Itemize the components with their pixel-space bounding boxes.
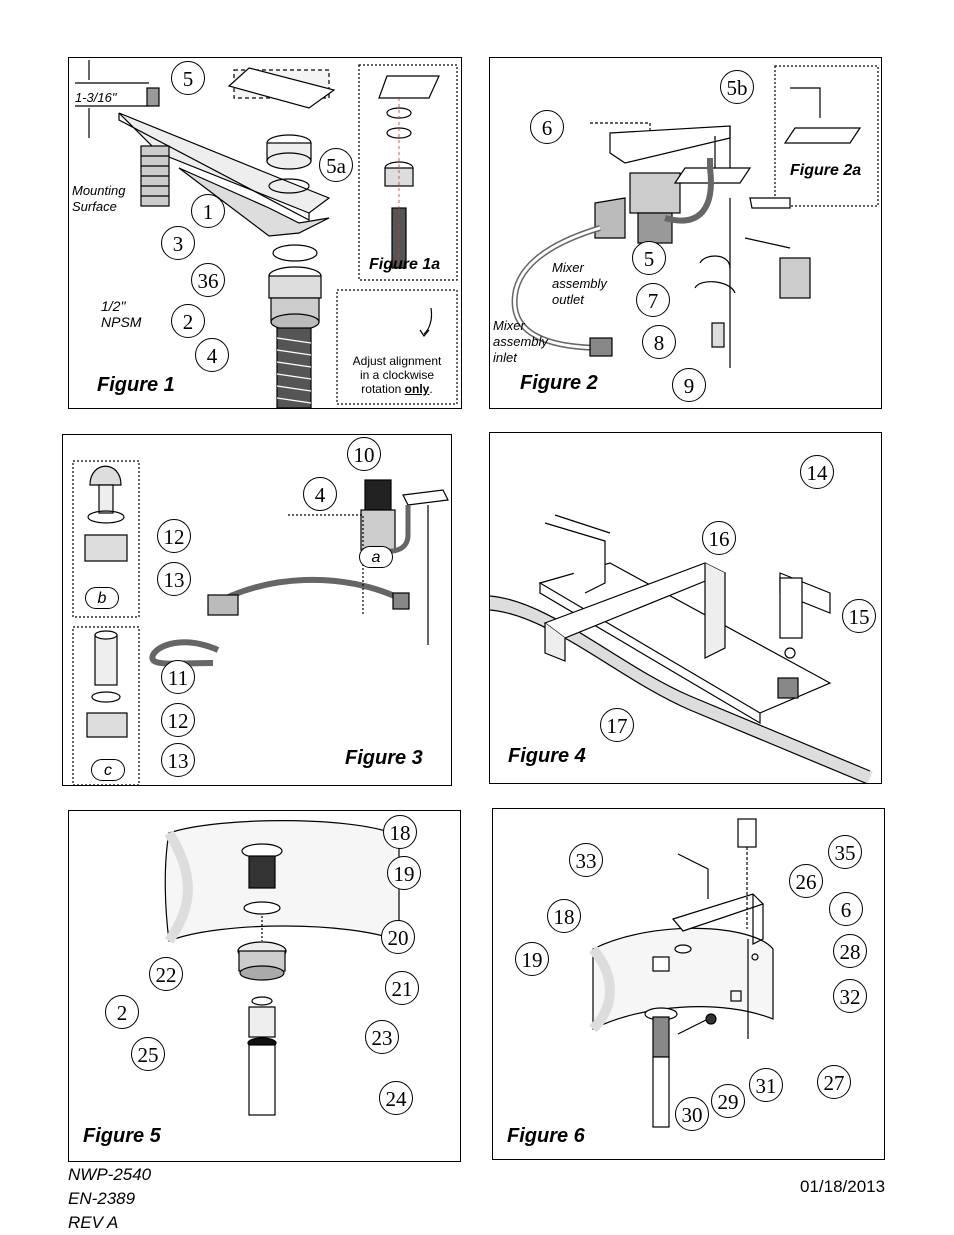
callout-13-c: 13	[161, 743, 195, 777]
callout-33: 33	[569, 843, 603, 877]
figure-3-panel: b c a Figure 3 10 4 12 13 11 12 13	[62, 434, 452, 786]
callout-2: 2	[171, 304, 205, 338]
figure-4-title: Figure 4	[508, 745, 586, 767]
callout-23: 23	[365, 1020, 399, 1054]
callout-30: 30	[675, 1097, 709, 1131]
figure-2a-label: Figure 2a	[790, 162, 862, 179]
callout-5b: 5b	[720, 70, 754, 104]
alignment-note: Adjust alignment in a clockwise rotation…	[352, 354, 442, 396]
callout-6: 6	[530, 110, 564, 144]
callout-5a: 5a	[319, 148, 353, 182]
figure-5-drawing	[164, 820, 400, 1116]
callout-26: 26	[789, 864, 823, 898]
callout-19: 19	[515, 942, 549, 976]
letter-b: b	[85, 587, 119, 609]
callout-24: 24	[379, 1081, 413, 1115]
mounting-surface-label: Mounting Surface	[72, 183, 126, 214]
figure-3-drawing	[72, 460, 449, 785]
callout-19: 19	[387, 856, 421, 890]
callout-18: 18	[547, 899, 581, 933]
callout-7: 7	[636, 283, 670, 317]
note-line-1: Adjust alignment	[352, 354, 442, 368]
letter-c: c	[91, 759, 125, 781]
figure-2-drawing	[511, 65, 879, 368]
figure-5-panel: Figure 5 18 19 20 21 22 2 23 25 24	[68, 810, 461, 1162]
callout-28: 28	[833, 934, 867, 968]
figure-1-title: Figure 1	[97, 374, 175, 396]
callout-21: 21	[385, 971, 419, 1005]
callout-5: 5	[632, 241, 666, 275]
figure-2-title: Figure 2	[520, 372, 598, 394]
callout-11: 11	[161, 660, 195, 694]
callout-3: 3	[161, 226, 195, 260]
figure-3-title: Figure 3	[345, 747, 423, 769]
figure-6-drawing	[589, 818, 774, 1128]
callout-4: 4	[195, 338, 229, 372]
doc-code-en: EN-2389	[68, 1189, 136, 1208]
callout-17: 17	[600, 708, 634, 742]
document-date: 01/18/2013	[800, 1177, 886, 1196]
callout-32: 32	[833, 979, 867, 1013]
callout-9: 9	[672, 368, 706, 402]
callout-35: 35	[828, 835, 862, 869]
callout-13-b: 13	[157, 562, 191, 596]
figure-1-drawing	[75, 60, 458, 408]
figure-6-panel: Figure 6 35 33 26 6 18 28 19 32 27 31 29…	[492, 808, 885, 1160]
doc-revision: REV A	[68, 1213, 119, 1232]
note-line-3: rotation	[361, 382, 402, 396]
callout-22: 22	[149, 957, 183, 991]
callout-18: 18	[383, 815, 417, 849]
callout-14: 14	[800, 455, 834, 489]
callout-31: 31	[749, 1068, 783, 1102]
callout-29: 29	[711, 1084, 745, 1118]
figure-2-panel: Figure 2a Mixer assembly outlet Mixer as…	[489, 57, 882, 409]
callout-10: 10	[347, 437, 381, 471]
figure-5-title: Figure 5	[83, 1125, 161, 1147]
callout-2: 2	[105, 995, 139, 1029]
figure-1a-label: Figure 1a	[369, 256, 441, 273]
callout-12-c: 12	[161, 703, 195, 737]
callout-25: 25	[131, 1037, 165, 1071]
doc-code-nwp: NWP-2540	[68, 1165, 152, 1184]
figure-1-panel: 1-3/16" Mounting Surface 1/2" NPSM Adjus…	[68, 57, 462, 409]
note-only: only	[404, 382, 430, 396]
figure-6-title: Figure 6	[507, 1125, 585, 1147]
callout-1: 1	[191, 194, 225, 228]
callout-36: 36	[191, 263, 225, 297]
callout-15: 15	[842, 599, 876, 633]
note-line-2: in a clockwise	[359, 368, 435, 382]
dimension-label: 1-3/16"	[75, 90, 117, 105]
letter-a: a	[359, 546, 393, 568]
callout-4: 4	[303, 477, 337, 511]
document-codes: NWP-2540 EN-2389 REV A	[68, 1163, 151, 1235]
mixer-inlet-label: Mixer assembly inlet	[493, 318, 548, 365]
figure-4-panel: Figure 4 14 16 15 17	[489, 432, 882, 784]
callout-16: 16	[702, 521, 736, 555]
thread-label: 1/2" NPSM	[101, 298, 142, 330]
callout-12-b: 12	[157, 519, 191, 553]
callout-8: 8	[642, 325, 676, 359]
mixer-outlet-label: Mixer assembly outlet	[552, 260, 607, 307]
callout-27: 27	[817, 1065, 851, 1099]
callout-20: 20	[381, 920, 415, 954]
callout-6: 6	[829, 892, 863, 926]
figure-4-drawing	[490, 514, 873, 783]
callout-5: 5	[171, 61, 205, 95]
